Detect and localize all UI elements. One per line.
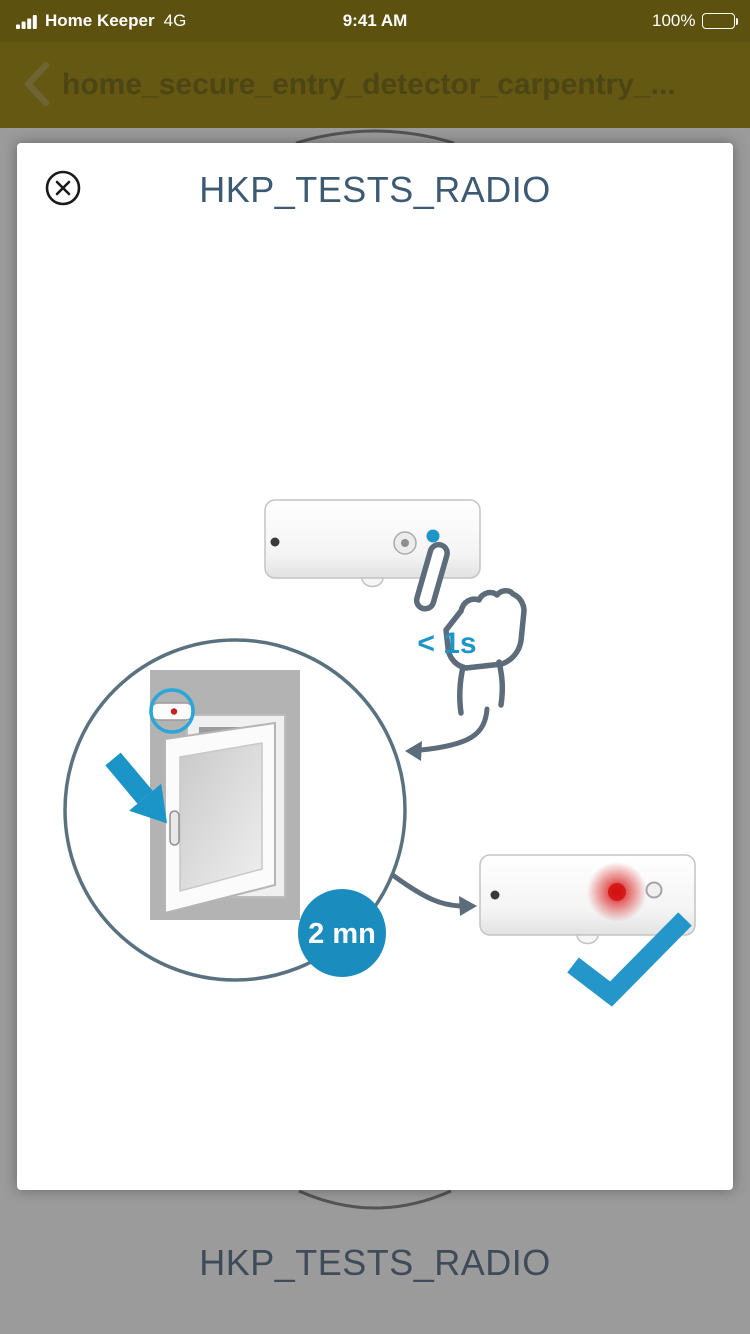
battery-full-icon (701, 13, 738, 29)
background-page-bottom: HKP_TESTS_RADIO (0, 1190, 750, 1334)
open-window-sash (164, 721, 276, 915)
time-label: 9:41 AM (342, 11, 408, 30)
status-left-group: Home Keeper 4G (16, 11, 186, 31)
checkmark-icon (567, 912, 692, 1007)
open-window-arrow-icon (105, 752, 167, 824)
window-handle (169, 810, 180, 846)
sensor-device-result (479, 854, 696, 945)
background-arc-bottom (298, 1190, 452, 1210)
press-duration-label: < 1s (417, 627, 476, 660)
instruction-modal: HKP_TESTS_RADIO (17, 143, 733, 1190)
signal-bars-icon (16, 14, 37, 29)
nav-bar: home_secure_entry_detector_carpentry_... (0, 42, 750, 128)
x-circle-icon (45, 170, 81, 206)
status-bar: Home Keeper 4G 9:41 AM 100% (0, 0, 750, 42)
carrier-label: Home Keeper (45, 11, 155, 30)
result-device-button (645, 881, 663, 899)
wait-badge: 2 mn (298, 889, 386, 977)
device-blue-led (426, 529, 440, 543)
background-arc-top (295, 129, 455, 143)
wait-duration-label: 2 mn (308, 918, 376, 950)
back-button[interactable] (14, 55, 58, 115)
radio-test-illustration: < 1s (63, 499, 696, 1007)
network-label: 4G (163, 11, 187, 30)
sensor-device-top (264, 499, 481, 588)
status-right-group: 100% (652, 11, 738, 31)
arrow-to-result (391, 873, 477, 916)
background-page-title: HKP_TESTS_RADIO (199, 1242, 551, 1283)
arrow-to-window (405, 706, 490, 761)
sensor-highlight-ring (149, 688, 195, 734)
window-sensor (149, 688, 195, 734)
battery-percent-label: 100% (652, 11, 696, 30)
device-screw-hole (270, 537, 280, 547)
modal-title: HKP_TESTS_RADIO (199, 169, 551, 210)
close-button[interactable] (43, 168, 83, 208)
chevron-left-icon (24, 61, 50, 106)
nav-title: home_secure_entry_detector_carpentry_... (62, 68, 676, 101)
pointing-hand-icon (413, 541, 527, 716)
window-scene (63, 638, 407, 982)
